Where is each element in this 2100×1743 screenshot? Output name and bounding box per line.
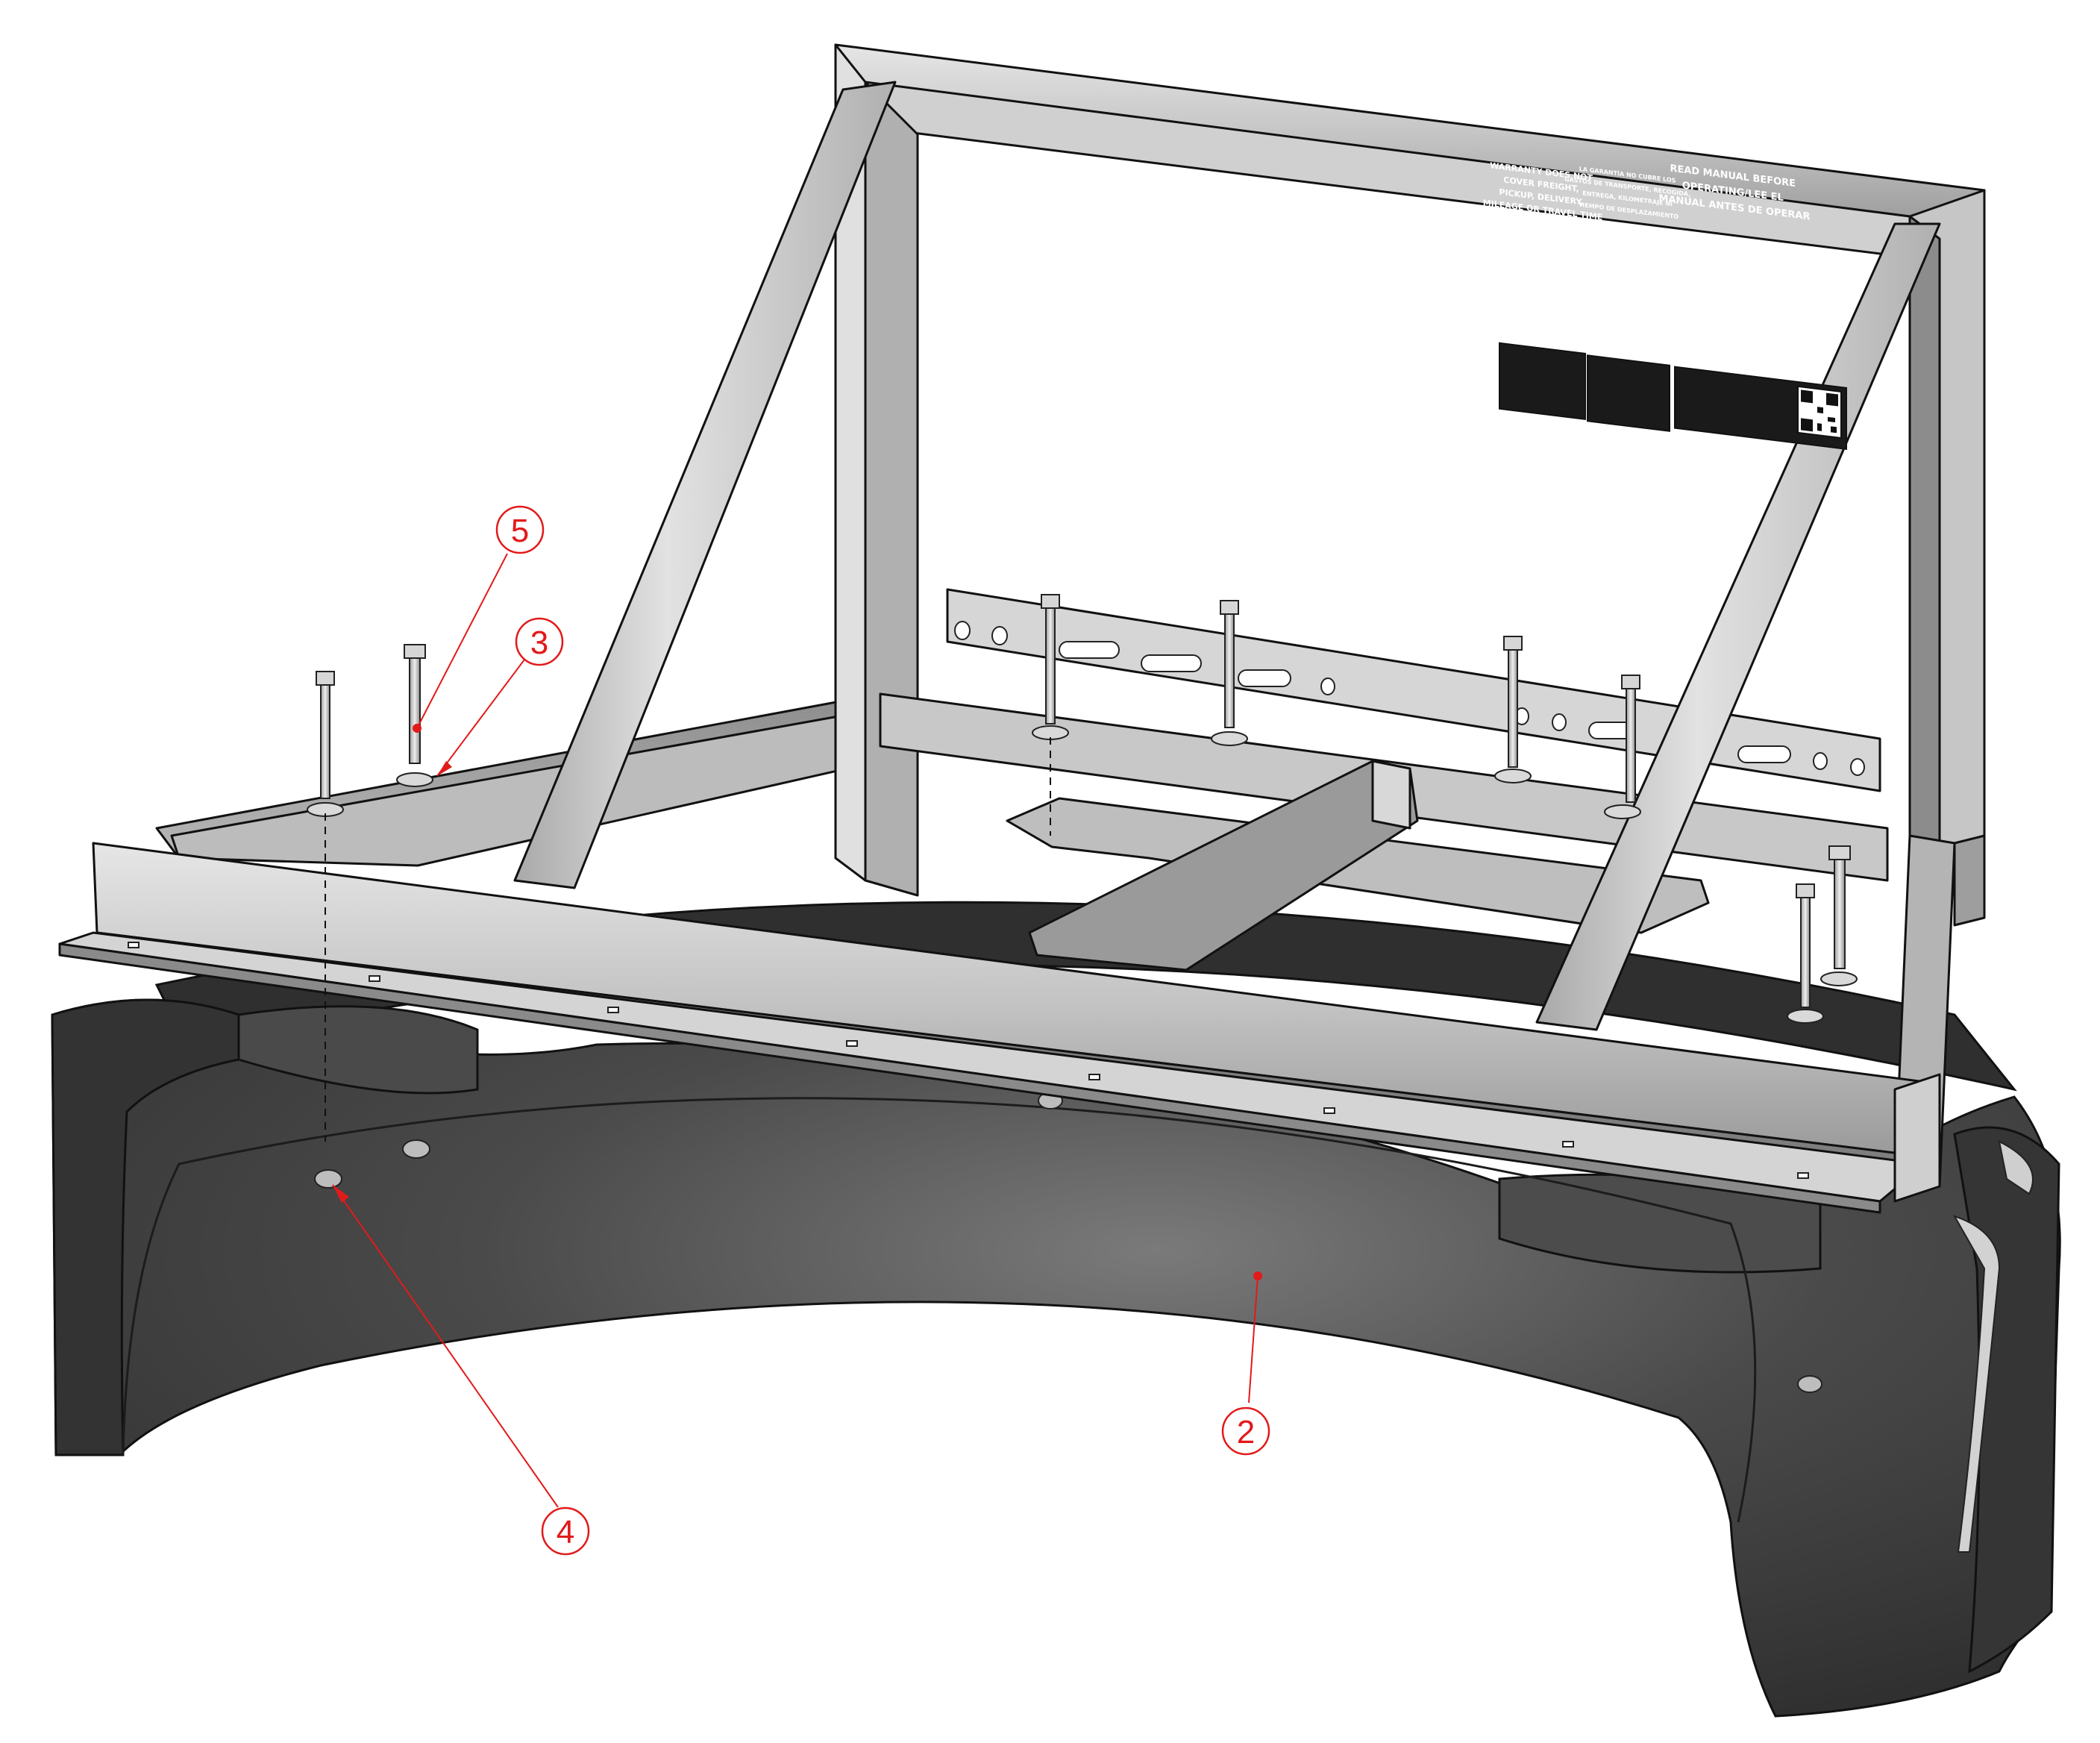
callout-5-label: 5 — [511, 513, 529, 549]
nut-2 — [314, 1169, 342, 1189]
callout-2: 2 — [1221, 1271, 1270, 1456]
slotted-plate-holes — [954, 621, 1865, 776]
nut-4 — [1797, 1375, 1822, 1393]
rubber-nuts — [314, 1092, 1822, 1393]
alignment-lines — [325, 737, 1051, 1142]
washer-right-3 — [1787, 1009, 1824, 1024]
bolt-left-1 — [316, 671, 335, 799]
callout-3: 3 — [436, 617, 564, 777]
callout-5: 5 — [413, 505, 545, 733]
callout-4-label: 4 — [557, 1514, 574, 1550]
washer-right-2 — [1604, 804, 1641, 819]
washer-center-2 — [1211, 731, 1248, 746]
bolt-right-2 — [1621, 675, 1640, 803]
bolt-right-4 — [1828, 845, 1851, 969]
callouts: 5 3 2 4 — [332, 505, 1270, 1556]
bolt-center-2 — [1220, 600, 1239, 728]
washer-left-2 — [396, 772, 433, 787]
nut-1 — [402, 1139, 430, 1159]
callout-2-label: 2 — [1237, 1414, 1255, 1451]
callout-3-label: 3 — [530, 625, 548, 661]
qr-code-pattern — [1801, 389, 1838, 434]
bolts — [316, 594, 1851, 1008]
steel-frame — [58, 43, 1986, 1214]
bolt-center-1 — [1041, 594, 1060, 725]
callout-4: 4 — [332, 1184, 590, 1556]
bolt-left-2 — [404, 644, 426, 764]
washer-right-4 — [1820, 971, 1858, 986]
washer-right-1 — [1494, 769, 1532, 783]
flange-holes — [128, 942, 1809, 1179]
bolt-right-3 — [1796, 883, 1815, 1008]
bolt-right-1 — [1503, 636, 1523, 768]
washers — [307, 725, 1858, 1024]
